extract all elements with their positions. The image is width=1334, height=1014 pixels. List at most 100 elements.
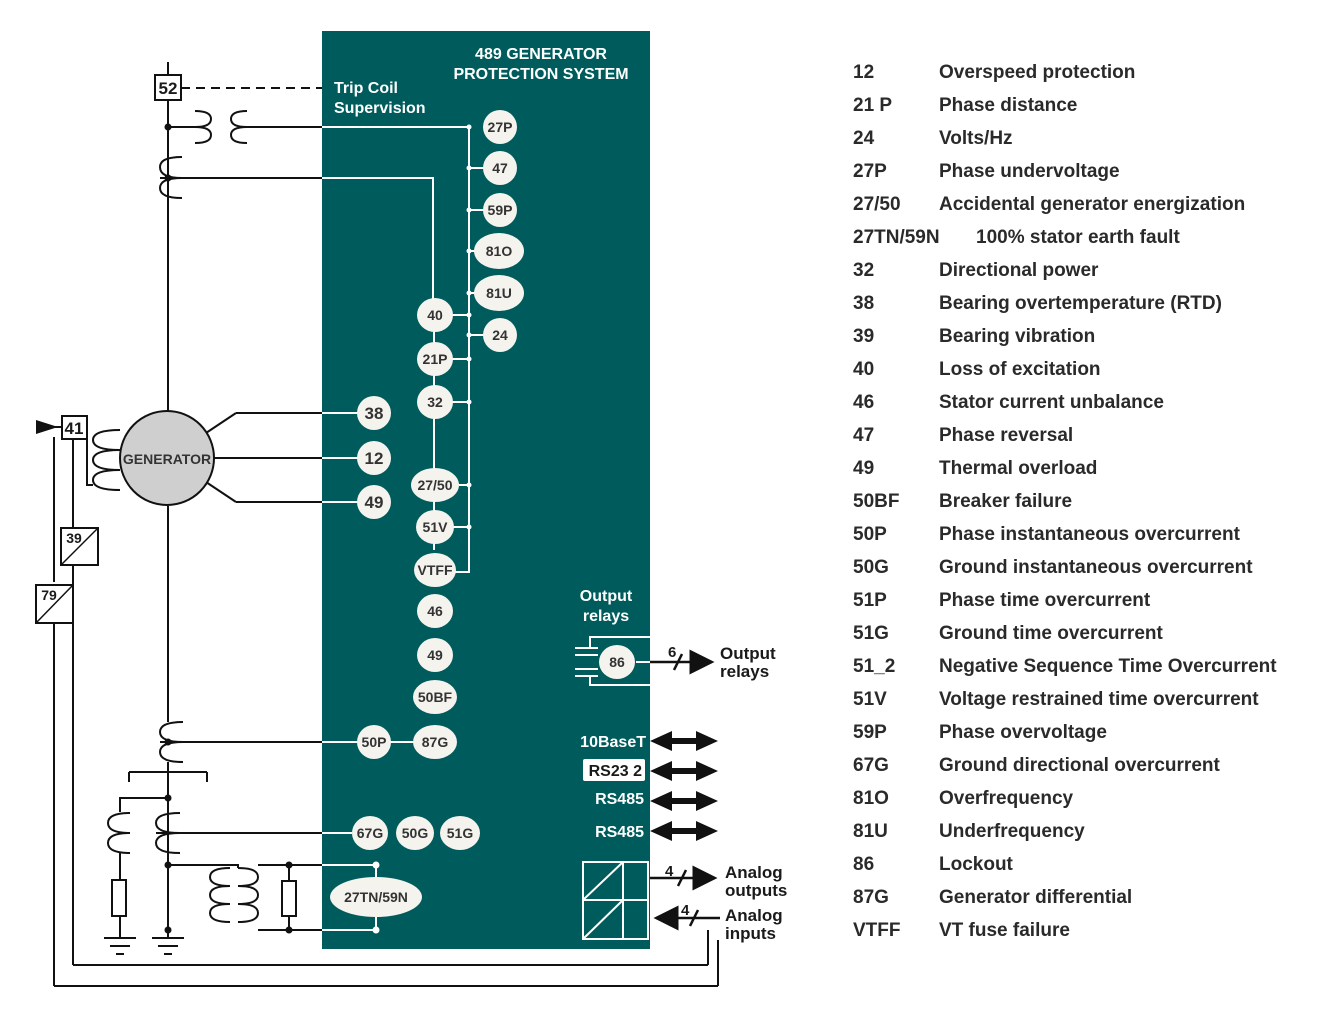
device-vtff: VTFF — [418, 562, 453, 578]
legend-desc: 100% stator earth fault — [976, 227, 1180, 248]
analog-out-count: 4 — [665, 863, 674, 880]
legend-desc: Bearing overtemperature (RTD) — [939, 293, 1222, 314]
device-67g: 67G — [357, 825, 384, 841]
legend-row: 51G Ground time overcurrent — [853, 621, 1323, 654]
legend-code: VTFF — [853, 920, 901, 941]
legend-row: 59P Phase overvoltage — [853, 720, 1323, 753]
device-50p: 50P — [362, 734, 387, 750]
device-51g: 51G — [447, 825, 474, 841]
legend-code: 51G — [853, 623, 889, 644]
legend-row: 27TN/59N 100% stator earth fault — [853, 225, 1323, 258]
comm-arrows — [650, 731, 718, 841]
legend-row: 12 Overspeed protection — [853, 60, 1323, 93]
device-39-label: 39 — [66, 530, 82, 546]
device-bubbles — [330, 110, 635, 917]
device-41-box — [61, 415, 88, 440]
external-dots — [164, 123, 293, 934]
device-59p: 59P — [488, 202, 513, 218]
output-relays-panel-line2: relays — [583, 608, 629, 625]
legend-desc: Bearing vibration — [939, 326, 1096, 347]
legend-code: 38 — [853, 293, 875, 314]
legend-code: 67G — [853, 755, 889, 776]
legend-desc: Overspeed protection — [939, 62, 1136, 83]
device-50bf: 50BF — [418, 689, 453, 705]
device-51v: 51V — [423, 519, 449, 535]
external-wiring — [36, 62, 719, 987]
device-79-label: 79 — [41, 587, 57, 603]
device-12: 12 — [365, 449, 384, 468]
legend-desc: Generator differential — [939, 887, 1133, 908]
legend-desc: Overfrequency — [939, 788, 1074, 809]
legend-code: 27P — [853, 161, 887, 182]
output-relays-panel-line1: Output — [580, 588, 633, 605]
legend-desc: Lockout — [939, 854, 1013, 875]
legend-desc: VT fuse failure — [939, 920, 1070, 941]
legend-code: 81U — [853, 821, 888, 842]
legend-row: 40 Loss of excitation — [853, 357, 1323, 390]
breaker-52-box — [154, 74, 182, 101]
device-39-slash — [60, 527, 99, 566]
device-27tn-59n: 27TN/59N — [344, 889, 408, 905]
legend-row: 38 Bearing overtemperature (RTD) — [853, 291, 1323, 324]
device-27p: 27P — [488, 119, 513, 135]
legend-desc: Phase overvoltage — [939, 722, 1107, 743]
legend-code: 27TN/59N — [853, 227, 940, 248]
generator-label: GENERATOR — [123, 451, 211, 467]
panel-title-line2: PROTECTION SYSTEM — [453, 66, 628, 83]
legend-desc: Accidental generator energization — [939, 194, 1246, 215]
legend-code: 24 — [853, 128, 875, 149]
device-49-bearing: 49 — [365, 493, 384, 512]
analog-outputs-line1: Analog — [725, 863, 783, 882]
legend-code: 51_2 — [853, 656, 896, 677]
relay-count: 6 — [668, 644, 676, 661]
speed-input-arrow — [36, 420, 58, 434]
device-40: 40 — [427, 307, 443, 323]
trip-coil-label-line1: Trip Coil — [334, 80, 398, 97]
device-50g: 50G — [402, 825, 429, 841]
generator-circle — [119, 410, 215, 506]
comm-rs232: RS23 2 — [589, 763, 642, 780]
device-21p: 21P — [423, 351, 448, 367]
legend-desc: Phase time overcurrent — [939, 590, 1151, 611]
trip-coil-label-line2: Supervision — [334, 100, 426, 117]
legend-code: 81O — [853, 788, 889, 809]
legend-desc: Ground time overcurrent — [939, 623, 1163, 644]
legend-row: 67G Ground directional overcurrent — [853, 753, 1323, 786]
junction-dots — [372, 124, 472, 934]
external-arrows — [650, 649, 720, 931]
device-81o: 81O — [486, 243, 513, 259]
legend-desc: Directional power — [939, 260, 1099, 281]
legend-desc: Underfrequency — [939, 821, 1085, 842]
device-81u: 81U — [486, 285, 512, 301]
legend-desc: Ground directional overcurrent — [939, 755, 1220, 776]
legend-desc: Phase reversal — [939, 425, 1074, 446]
legend-code: 59P — [853, 722, 887, 743]
legend-code: 49 — [853, 458, 875, 479]
legend-desc: Stator current unbalance — [939, 392, 1164, 413]
legend-row: 81O Overfrequency — [853, 786, 1323, 819]
legend-desc: Voltage restrained time overcurrent — [939, 689, 1259, 710]
output-relays-ext-line1: Output — [720, 644, 776, 663]
legend-code: 40 — [853, 359, 875, 380]
legend-code: 12 — [853, 62, 875, 83]
legend-code: 87G — [853, 887, 889, 908]
legend-desc: Loss of excitation — [939, 359, 1101, 380]
device-87g: 87G — [422, 734, 449, 750]
legend-code: 50P — [853, 524, 887, 545]
comm-10baset: 10BaseT — [580, 734, 646, 751]
legend-code: 27/50 — [853, 194, 901, 215]
comm-rs485-2: RS485 — [595, 824, 644, 841]
rs232-label-bg — [583, 759, 645, 781]
legend-row: 27/50 Accidental generator energization — [853, 192, 1323, 225]
